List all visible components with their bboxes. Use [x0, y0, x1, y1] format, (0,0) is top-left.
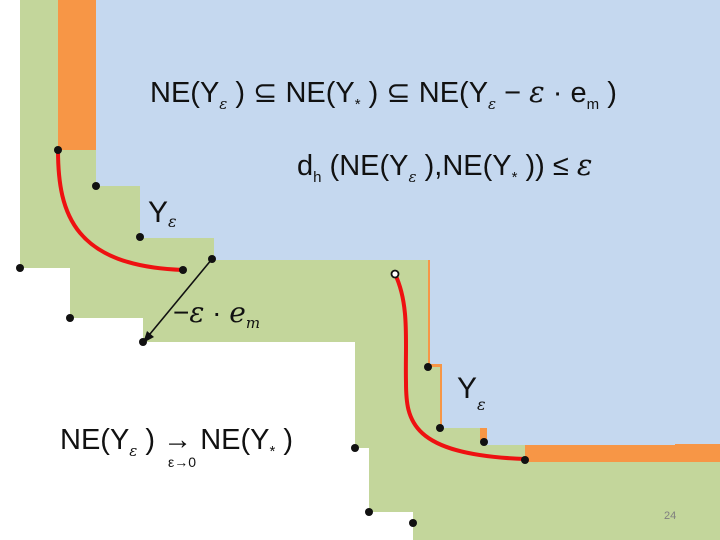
- formula-limit-part1: NE(Y: [60, 424, 129, 456]
- formula-top-part2: ) ⊆ NE(Y: [227, 77, 354, 109]
- formula-limit: NE(Yε ) → NE(Y* ): [60, 424, 293, 460]
- label-shift-dot: ·: [204, 297, 229, 328]
- formula-distance-part2: ),NE(Y: [417, 150, 512, 182]
- point: [521, 456, 529, 464]
- point: [351, 444, 359, 452]
- formula-top-eps-1: ε: [219, 95, 227, 113]
- formula-distance-part3: )) ≤: [517, 150, 576, 182]
- formula-distance: dh (NE(Yε ),NE(Y* )) ≤ ε: [297, 148, 592, 186]
- label-y-upper: Y: [148, 196, 168, 229]
- blue-region: [96, 0, 720, 445]
- point: [139, 338, 147, 346]
- point: [365, 508, 373, 516]
- label-shift-e: e: [229, 296, 246, 329]
- formula-top-part1: NE(Y: [150, 77, 219, 109]
- point: [16, 264, 24, 272]
- pareto-curve-upper: [56, 148, 185, 272]
- point: [136, 233, 144, 241]
- formula-top-part4: −: [496, 77, 529, 109]
- formula-top-part5: · e: [545, 77, 587, 109]
- points-group: [16, 146, 529, 527]
- point: [66, 314, 74, 322]
- formula-limit-under: ε→0: [168, 454, 196, 470]
- formula-distance-sub-h: h: [313, 169, 321, 186]
- point: [424, 363, 432, 371]
- pareto-curve-lower: [393, 272, 527, 461]
- label-y-eps-lower: Yε: [457, 372, 486, 414]
- point: [480, 438, 488, 446]
- label-y-lower: Y: [457, 372, 477, 405]
- point: [54, 146, 62, 154]
- formula-top-part3: ) ⊆ NE(Y: [361, 77, 488, 109]
- formula-limit-part2: ) → NE(Y: [137, 424, 269, 456]
- label-shift: −ε · em: [173, 296, 260, 332]
- label-eps-upper: ε: [168, 212, 177, 231]
- formula-top-part6: ): [599, 77, 617, 109]
- formula-distance-part1: (NE(Y: [321, 150, 408, 182]
- label-shift-sub-m: m: [246, 314, 260, 332]
- label-shift-eps: ε: [189, 296, 204, 329]
- page-number: 24: [664, 510, 676, 522]
- formula-top-sub-m: m: [587, 96, 600, 113]
- formula-distance-star: *: [512, 169, 518, 186]
- formula-limit-star: *: [269, 443, 275, 460]
- label-eps-lower: ε: [477, 395, 486, 414]
- shift-arrow-line: [144, 258, 213, 341]
- point: [208, 255, 216, 263]
- label-shift-minus: −: [173, 297, 189, 328]
- formula-top-star: *: [355, 96, 361, 113]
- point: [92, 182, 100, 190]
- point: [179, 266, 187, 274]
- formula-distance-eps-2: ε: [577, 148, 593, 182]
- formula-distance-eps-1: ε: [408, 168, 416, 186]
- formula-limit-part3: ): [275, 424, 293, 456]
- open-point: [390, 269, 400, 279]
- formula-top: NE(Yε ) ⊆ NE(Y* ) ⊆ NE(Yε − ε · em ): [150, 75, 617, 113]
- point: [409, 519, 417, 527]
- formula-top-eps-2: ε: [488, 95, 496, 113]
- formula-distance-d: d: [297, 150, 313, 182]
- formula-top-eps-3: ε: [529, 75, 545, 109]
- label-y-eps-upper: Yε: [148, 196, 177, 231]
- formula-limit-eps: ε: [129, 442, 137, 460]
- point: [436, 424, 444, 432]
